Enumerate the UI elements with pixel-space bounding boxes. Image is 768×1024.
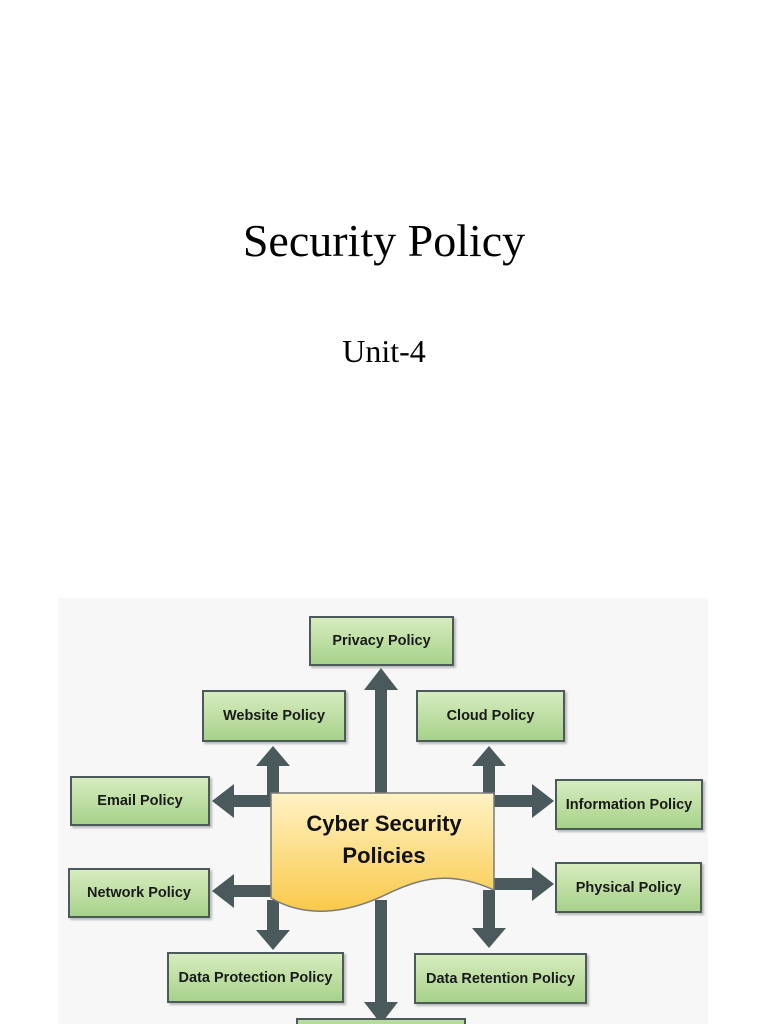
- node-data-protection-policy: Data Protection Policy: [167, 952, 344, 1003]
- arrowhead-bottom: [364, 1002, 398, 1024]
- node-information-policy: Information Policy: [555, 779, 703, 830]
- arrowhead-email: [212, 784, 234, 818]
- arrow-privacy: [375, 688, 387, 794]
- arrowhead-information: [532, 784, 554, 818]
- arrow-bottom: [375, 900, 387, 1004]
- arrow-physical: [494, 878, 534, 890]
- arrow-network: [232, 885, 274, 897]
- slide-title: Security Policy: [242, 215, 526, 266]
- connector-arrows: [212, 668, 554, 1024]
- arrowhead-cloud: [472, 746, 506, 766]
- node-network-policy: Network Policy: [68, 868, 210, 918]
- arrowhead-network: [212, 874, 234, 908]
- arrowhead-privacy: [364, 668, 398, 690]
- bottom-partial-box: [296, 1018, 466, 1024]
- arrowhead-data-protection: [256, 930, 290, 950]
- arrow-information: [494, 795, 534, 807]
- arrowhead-physical: [532, 867, 554, 901]
- arrow-website: [267, 764, 279, 796]
- center-label-line2: Policies: [342, 843, 426, 868]
- center-label: Cyber Security Policies: [272, 808, 496, 872]
- node-cloud-policy: Cloud Policy: [416, 690, 565, 742]
- node-physical-policy: Physical Policy: [555, 862, 702, 913]
- arrow-data-retention: [483, 890, 495, 930]
- arrow-cloud: [483, 764, 495, 796]
- node-privacy-policy: Privacy Policy: [309, 616, 454, 666]
- node-data-retention-policy: Data Retention Policy: [414, 953, 587, 1004]
- center-banner-shape: [270, 792, 495, 912]
- slide-subtitle: Unit-4: [342, 333, 426, 369]
- arrow-email: [232, 795, 274, 807]
- arrowhead-data-retention: [472, 928, 506, 948]
- node-email-policy: Email Policy: [70, 776, 210, 826]
- center-label-line1: Cyber Security: [306, 811, 462, 836]
- arrowhead-website: [256, 746, 290, 766]
- arrow-data-protection: [267, 900, 279, 932]
- node-website-policy: Website Policy: [202, 690, 346, 742]
